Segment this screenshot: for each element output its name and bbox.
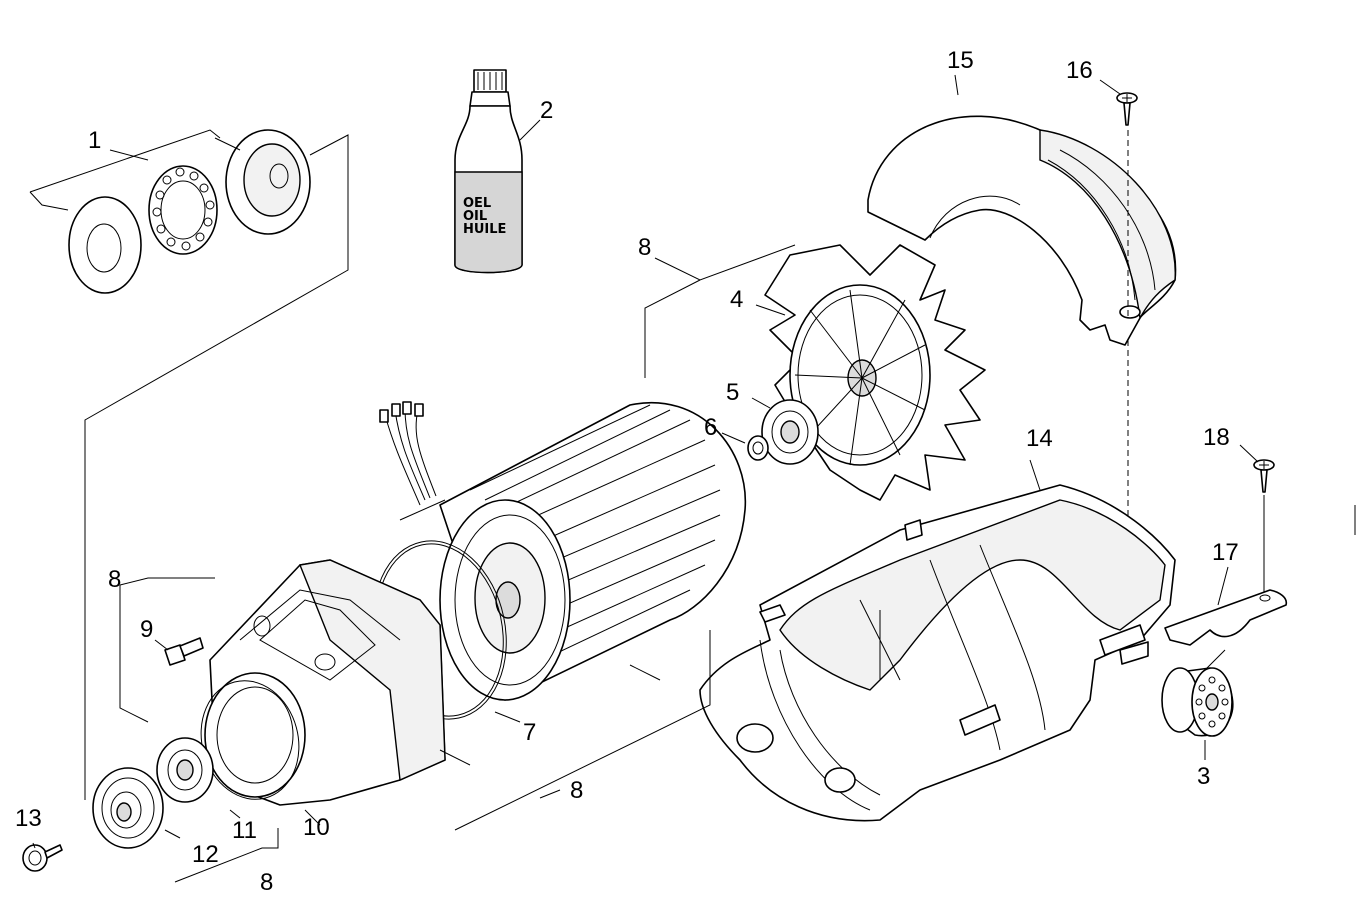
callout-12: 12	[192, 841, 219, 868]
oil-label-line1: OEL	[463, 196, 491, 211]
callout-1: 1	[88, 127, 101, 154]
part-1-bearing-set	[68, 129, 311, 294]
callout-6: 6	[704, 414, 717, 441]
part-16-screw	[1116, 92, 1138, 126]
part-17-holder	[1164, 589, 1288, 646]
part-motor-flange-housing	[204, 559, 446, 806]
oil-label-line2: OIL	[463, 209, 487, 224]
callout-9: 9	[140, 616, 153, 643]
callout-7: 7	[523, 719, 536, 746]
callout-16: 16	[1066, 57, 1093, 84]
oil-label-line3: HUILE	[463, 222, 506, 237]
part-9-bolt	[164, 637, 204, 666]
part-15-fan-cover	[867, 115, 1177, 346]
callout-4: 4	[730, 286, 743, 313]
callout-13: 13	[15, 805, 42, 832]
callout-14: 14	[1026, 425, 1053, 452]
part-18-screw	[1253, 459, 1275, 493]
part-11-seal	[156, 737, 214, 803]
callout-labels: 1 2 3 4 5 6 7 8 8 8 8 9 10 11 12 13 14 1…	[15, 47, 1239, 896]
part-14-motor-housing-shell	[699, 484, 1176, 822]
callout-8-flange-group: 8	[108, 566, 121, 593]
part-13-screw	[22, 844, 63, 872]
callout-10: 10	[303, 814, 330, 841]
callout-8-bearing-group: 8	[260, 869, 273, 896]
part-4-fan	[764, 244, 986, 501]
callout-5: 5	[726, 379, 739, 406]
callout-2: 2	[540, 97, 553, 124]
callout-8-fan-group: 8	[638, 234, 651, 261]
part-6-ring	[747, 435, 769, 461]
part-3-roller	[1161, 667, 1234, 737]
callout-17: 17	[1212, 539, 1239, 566]
callout-18: 18	[1203, 424, 1230, 451]
callout-11: 11	[232, 817, 257, 844]
callout-15: 15	[947, 47, 974, 74]
leader-lines	[29, 74, 1259, 883]
part-motor-stator	[379, 401, 747, 701]
part-5-ball-bearing	[761, 399, 819, 465]
callout-8-motor-group: 8	[570, 777, 583, 804]
callout-3: 3	[1197, 763, 1210, 790]
part-12-ball-bearing	[92, 767, 164, 849]
part-2-oil-bottle: OEL OIL HUILE	[454, 69, 523, 274]
